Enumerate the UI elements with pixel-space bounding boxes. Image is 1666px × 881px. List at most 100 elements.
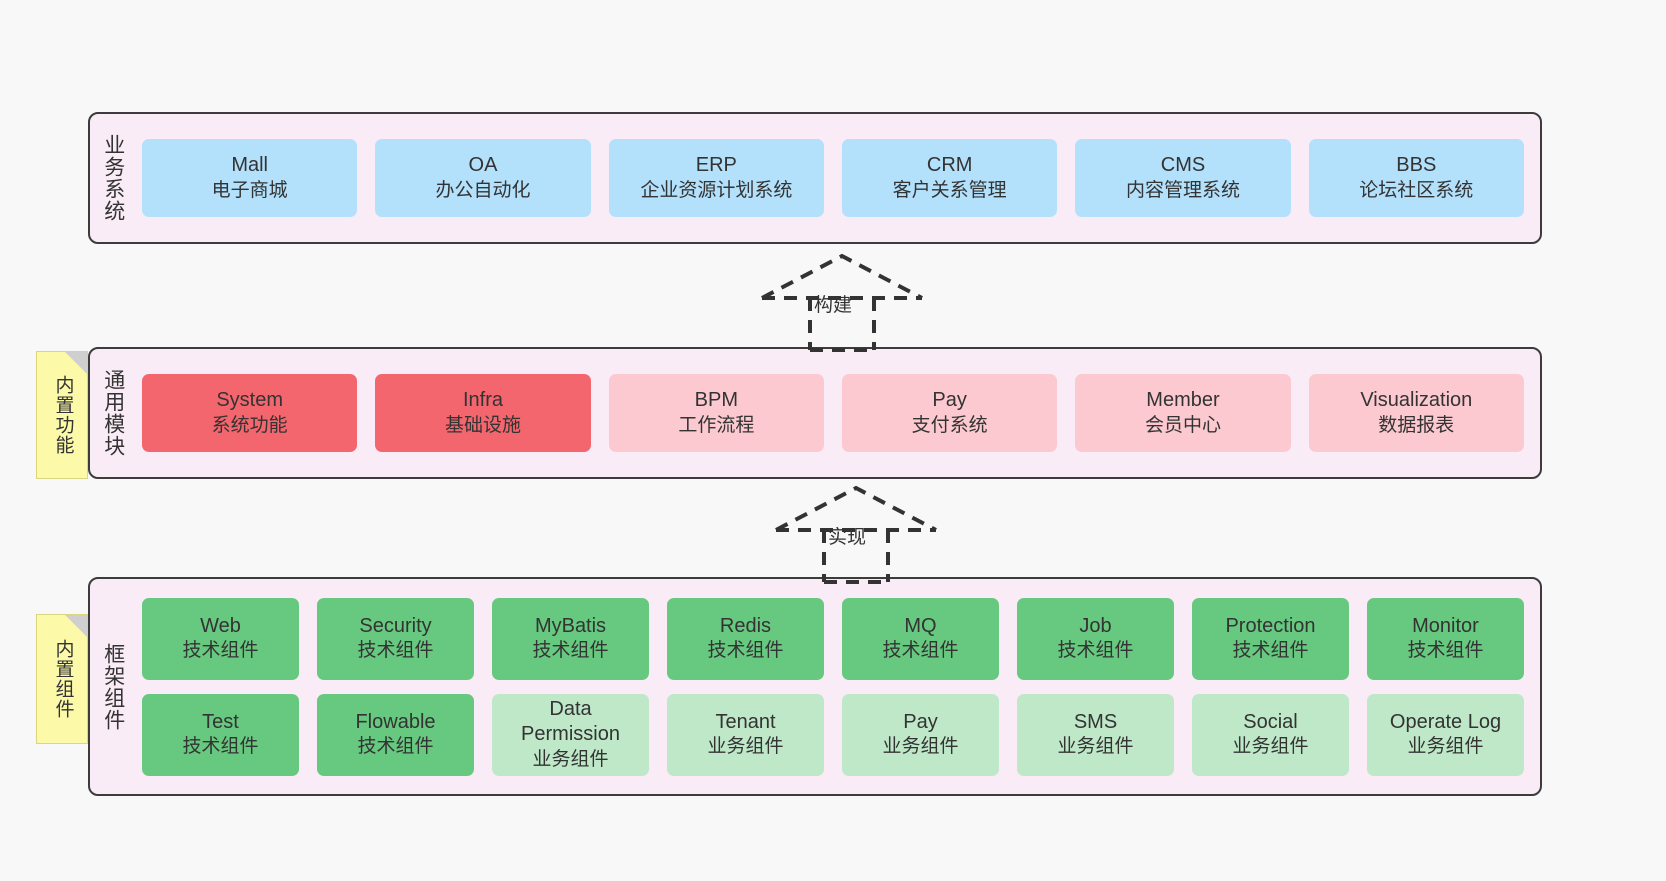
card-title-cn: 论坛社区系统 (1359, 179, 1474, 201)
connector-shaft (822, 530, 890, 582)
card-row: System 系统功能 Infra 基础设施 BPM 工作流程 Pay 支付系统… (142, 374, 1524, 452)
card-security[interactable]: Security 技术组件 (317, 597, 474, 680)
card-title-en: Mall (231, 154, 268, 177)
card-title-cn: 客户关系管理 (892, 179, 1007, 201)
card-title-en: Data Permission (521, 697, 620, 746)
card-title-en: Visualization (1360, 389, 1473, 412)
card-title-en: System (216, 389, 283, 412)
sticky-note-builtin-components: 内置组件 (36, 614, 88, 744)
card-title-cn: 技术组件 (182, 736, 259, 758)
card-cms[interactable]: CMS 内容管理系统 (1075, 139, 1291, 217)
card-web[interactable]: Web 技术组件 (142, 597, 299, 680)
card-title-cn: 办公自动化 (435, 179, 531, 201)
card-title-cn: 工作流程 (678, 414, 755, 436)
sticky-note-text: 内置功能 (52, 375, 74, 455)
card-title-en: Monitor (1412, 614, 1479, 637)
card-title-cn: 技术组件 (532, 640, 609, 662)
card-system[interactable]: System 系统功能 (142, 374, 358, 452)
card-title-en: BBS (1396, 154, 1437, 177)
card-title-en: Redis (719, 614, 772, 637)
card-title-cn: 业务组件 (1232, 736, 1309, 758)
card-infra[interactable]: Infra 基础设施 (375, 374, 591, 452)
card-visualization[interactable]: Visualization 数据报表 (1308, 374, 1524, 452)
card-title-cn: 企业资源计划系统 (640, 179, 793, 201)
card-title-en: Security (359, 614, 432, 637)
card-title-en: MyBatis (534, 614, 607, 637)
card-title-cn: 业务组件 (1407, 736, 1484, 758)
card-crm[interactable]: CRM 客户关系管理 (841, 139, 1058, 217)
card-title-en: Pay (903, 710, 938, 733)
card-mall[interactable]: Mall 电子商城 (142, 139, 358, 217)
card-title-cn: 数据报表 (1378, 414, 1455, 436)
card-title-cn: 支付系统 (911, 414, 988, 436)
card-title-en: MQ (904, 614, 937, 637)
card-redis[interactable]: Redis 技术组件 (667, 597, 824, 680)
card-title-cn: 技术组件 (707, 640, 784, 662)
card-row: Mall 电子商城 OA 办公自动化 ERP 企业资源计划系统 CRM 客户关系… (142, 139, 1524, 217)
card-title-en: Protection (1225, 614, 1316, 637)
card-title-en: OA (468, 154, 498, 177)
card-protection[interactable]: Protection 技术组件 (1192, 597, 1349, 680)
layer-body-common-module: System 系统功能 Infra 基础设施 BPM 工作流程 Pay 支付系统… (136, 349, 1540, 477)
connector-implement: 实现 (766, 484, 946, 584)
card-oa[interactable]: OA 办公自动化 (375, 139, 591, 217)
card-title-cn: 会员中心 (1144, 414, 1221, 436)
card-title-cn: 业务组件 (707, 736, 784, 758)
card-title-en: SMS (1073, 710, 1118, 733)
card-title-cn: 业务组件 (882, 736, 959, 758)
card-operate-log[interactable]: Operate Log 业务组件 (1367, 693, 1524, 776)
card-row: Web 技术组件 Security 技术组件 MyBatis 技术组件 Redi… (142, 597, 1524, 680)
connector-label-build: 构建 (814, 295, 853, 316)
layer-common-module: 通用模块 System 系统功能 Infra 基础设施 BPM 工作流程 Pay… (88, 347, 1542, 479)
card-title-en: Job (1079, 614, 1112, 637)
card-title-en: Flowable (355, 710, 436, 733)
card-title-cn: 技术组件 (1057, 640, 1134, 662)
card-monitor[interactable]: Monitor 技术组件 (1367, 597, 1524, 680)
card-title-en: CRM (926, 154, 973, 177)
card-title-cn: 业务组件 (1057, 736, 1134, 758)
card-title-en: Infra (462, 389, 503, 412)
card-pay[interactable]: Pay 支付系统 (841, 374, 1058, 452)
card-tenant[interactable]: Tenant 业务组件 (667, 693, 824, 776)
arrowhead-outline (775, 485, 937, 532)
card-test[interactable]: Test 技术组件 (142, 693, 299, 776)
layer-body-business-system: Mall 电子商城 OA 办公自动化 ERP 企业资源计划系统 CRM 客户关系… (136, 114, 1540, 242)
card-title-cn: 电子商城 (211, 179, 288, 201)
card-title-cn: 技术组件 (357, 640, 434, 662)
card-title-en: ERP (695, 154, 737, 177)
layer-label-business-system: 业务系统 (101, 134, 125, 222)
card-title-en: Member (1146, 389, 1220, 412)
card-title-cn: 技术组件 (882, 640, 959, 662)
layer-body-framework-component: Web 技术组件 Security 技术组件 MyBatis 技术组件 Redi… (136, 579, 1540, 794)
card-title-en: Operate Log (1389, 710, 1502, 733)
card-title-cn: 系统功能 (211, 414, 288, 436)
card-social[interactable]: Social 业务组件 (1192, 693, 1349, 776)
sticky-note-builtin-features: 内置功能 (36, 351, 88, 479)
card-title-cn: 技术组件 (1232, 640, 1309, 662)
card-row: Test 技术组件 Flowable 技术组件 Data Permission … (142, 693, 1524, 776)
card-flowable[interactable]: Flowable 技术组件 (317, 693, 474, 776)
card-title-cn: 基础设施 (444, 414, 521, 436)
card-bbs[interactable]: BBS 论坛社区系统 (1308, 139, 1524, 217)
layer-business-system: 业务系统 Mall 电子商城 OA 办公自动化 ERP 企业资源计划系统 CRM… (88, 112, 1542, 244)
card-title-cn: 技术组件 (182, 640, 259, 662)
layer-label-framework-component: 框架组件 (101, 642, 125, 731)
card-title-en: Test (202, 710, 239, 733)
connector-shaft (808, 298, 876, 350)
card-title-en: Web (200, 614, 241, 637)
card-title-en: Tenant (715, 710, 776, 733)
card-title-cn: 技术组件 (357, 736, 434, 758)
card-mq[interactable]: MQ 技术组件 (842, 597, 999, 680)
card-bpm[interactable]: BPM 工作流程 (608, 374, 824, 452)
card-sms[interactable]: SMS 业务组件 (1017, 693, 1174, 776)
card-title-cn: 内容管理系统 (1125, 179, 1240, 201)
card-pay-business[interactable]: Pay 业务组件 (842, 693, 999, 776)
card-erp[interactable]: ERP 企业资源计划系统 (608, 139, 824, 217)
arrowhead-outline (761, 253, 923, 300)
card-mybatis[interactable]: MyBatis 技术组件 (492, 597, 649, 680)
connector-build: 构建 (752, 252, 932, 352)
card-member[interactable]: Member 会员中心 (1075, 374, 1291, 452)
card-job[interactable]: Job 技术组件 (1017, 597, 1174, 680)
card-data-permission[interactable]: Data Permission 业务组件 (492, 693, 649, 776)
